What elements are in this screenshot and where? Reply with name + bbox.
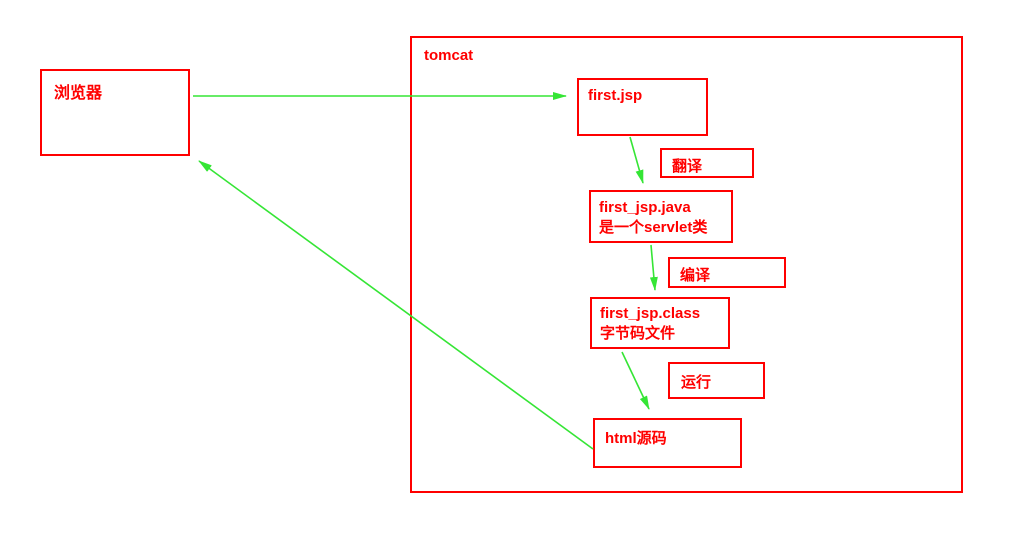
java-file-box: first_jsp.java 是一个servlet类 [589,190,733,243]
class-file-box: first_jsp.class 字节码文件 [590,297,730,349]
tomcat-label: tomcat [424,47,474,64]
class-file-name: first_jsp.class [600,305,701,322]
run-tag-label: 运行 [681,374,712,391]
java-file-desc: 是一个servlet类 [599,219,708,236]
translate-tag-label: 翻译 [672,158,703,175]
first-jsp-label: first.jsp [588,87,643,104]
browser-box: 浏览器 [40,69,190,156]
browser-label: 浏览器 [54,85,103,102]
run-tag-box: 运行 [668,362,765,399]
class-file-desc: 字节码文件 [600,325,676,342]
compile-tag-box: 编译 [668,257,786,288]
compile-tag-label: 编译 [680,267,711,284]
html-source-label: html源码 [605,430,667,447]
translate-tag-box: 翻译 [660,148,754,178]
html-source-box: html源码 [593,418,742,468]
java-file-name: first_jsp.java [599,199,691,216]
first-jsp-box: first.jsp [577,78,708,136]
